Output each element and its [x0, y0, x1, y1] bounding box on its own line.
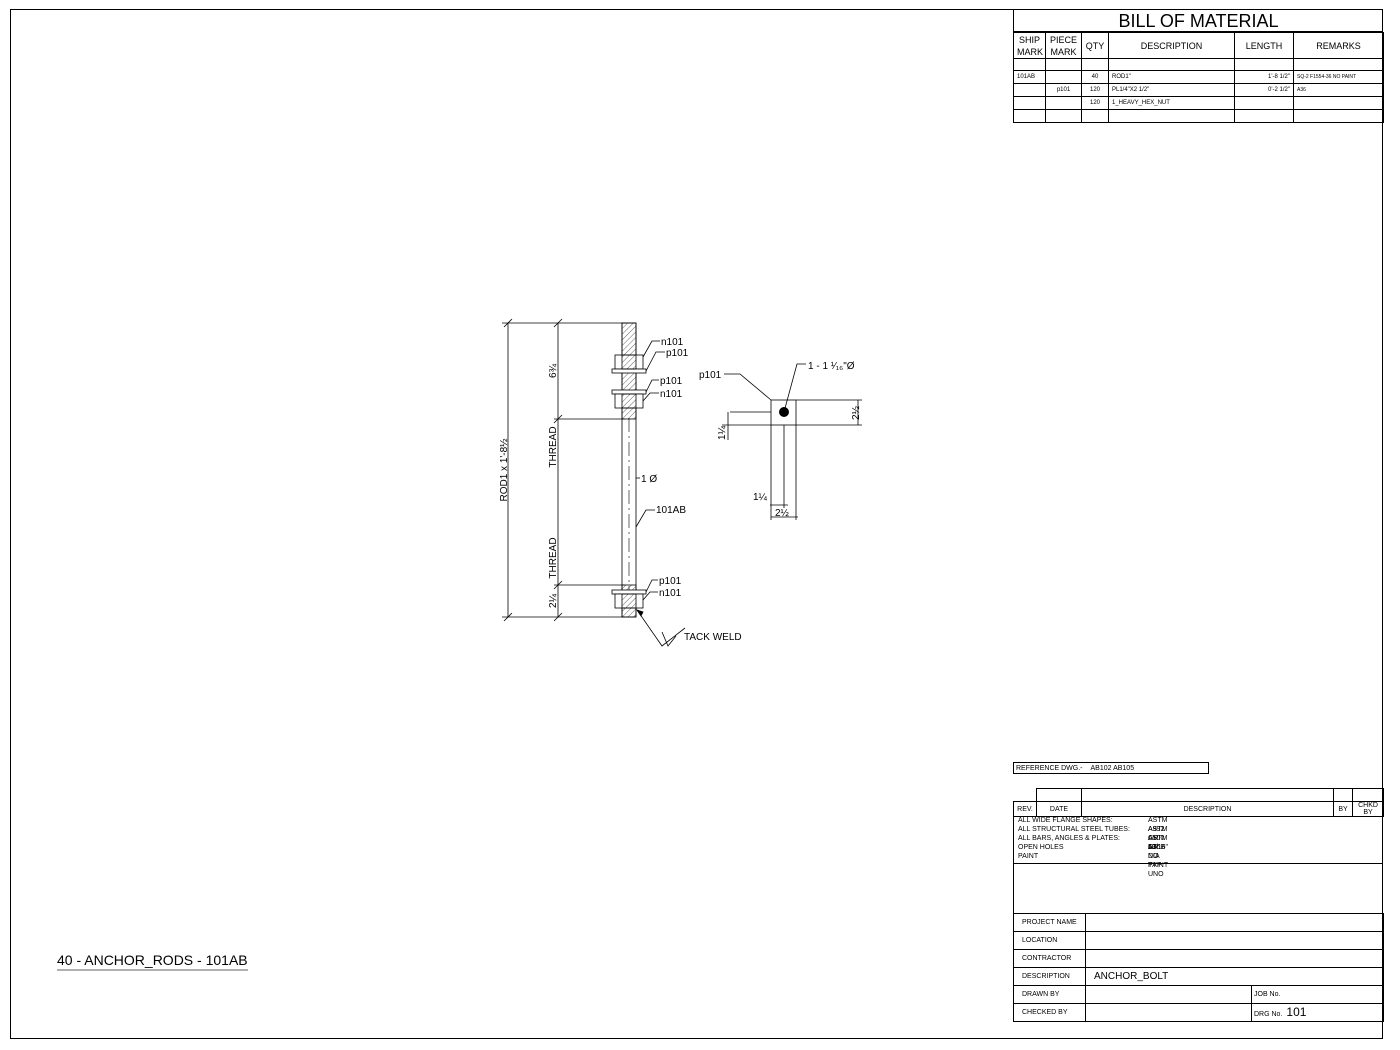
- tb-location-row: LOCATION: [1013, 931, 1384, 950]
- bom-col-qty: QTY: [1081, 32, 1109, 59]
- general-notes: ALL WIDE FLANGE SHAPES:ASTM A992 GR 50 A…: [1013, 814, 1383, 878]
- description-label: DESCRIPTION: [1013, 967, 1086, 986]
- bom-cell-desc: 1_HEAVY_HEX_NUT: [1108, 96, 1235, 110]
- tb-contractor-row: CONTRACTOR: [1013, 949, 1384, 968]
- description-value: ANCHOR_BOLT: [1085, 967, 1384, 986]
- bom-cell-ship: 101AB: [1013, 70, 1046, 84]
- bom-row: 101AB 40 ROD1" 1'-8 1/2" SQ-2 F1554-36 N…: [1013, 70, 1384, 84]
- bom-cell-ship: [1013, 83, 1046, 97]
- drg-no: DRG No.101: [1254, 1005, 1307, 1019]
- bom-cell-qty: 120: [1081, 96, 1109, 110]
- reference-dwg: REFERENCE DWG.- AB102 AB105: [1013, 762, 1209, 774]
- drawing-sheet-border: [10, 9, 1383, 1039]
- notes-blank-area: [1013, 863, 1383, 914]
- title-block-table: PROJECT NAME LOCATION CONTRACTOR DESCRIP…: [1013, 913, 1384, 1022]
- bom-cell-piece: [1045, 70, 1082, 84]
- drawing-caption: 40 - ANCHOR_RODS - 101AB: [57, 952, 248, 971]
- chkd-col: CHKD BY: [1352, 801, 1384, 817]
- bom-cell-qty: 120: [1081, 83, 1109, 97]
- bom-cell-length: 0'-2 1/2": [1234, 83, 1294, 97]
- bom-cell-remarks: [1293, 96, 1384, 110]
- bom-row: 120 1_HEAVY_HEX_NUT: [1013, 96, 1384, 110]
- revision-block: REV. DATE DESCRIPTION BY CHKD BY: [1013, 788, 1384, 817]
- drawn-by-label: DRAWN BY: [1013, 985, 1086, 1004]
- checked-by-label: CHECKED BY: [1013, 1003, 1086, 1022]
- note-row: ALL BARS, ANGLES & PLATES:ASTM A36: [1018, 835, 1168, 851]
- bom-cell-length: 1'-8 1/2": [1234, 70, 1294, 84]
- bom-cell-piece: p101: [1045, 83, 1082, 97]
- caption-text: 40 - ANCHOR_RODS - 101AB: [57, 952, 248, 968]
- tb-checked-row: CHECKED BY: [1013, 1003, 1384, 1022]
- contractor-label: CONTRACTOR: [1013, 949, 1086, 968]
- drg-no-value: 101: [1286, 1005, 1307, 1019]
- note-row: ALL STRUCTURAL STEEL TUBES:ASTM A500 GR …: [1018, 826, 1168, 851]
- bom-spacer-row: [1013, 58, 1384, 71]
- bom-title: BILL OF MATERIAL: [1013, 10, 1383, 32]
- reference-label: REFERENCE DWG.-: [1016, 765, 1083, 772]
- revision-blank-row: [1013, 788, 1384, 802]
- bom-cell-qty: 40: [1081, 70, 1109, 84]
- bom-col-remarks: REMARKS: [1293, 32, 1384, 59]
- bom-cell-desc: ROD1": [1108, 70, 1235, 84]
- title-block: PROJECT NAME LOCATION CONTRACTOR DESCRIP…: [1013, 913, 1384, 1022]
- reference-value: AB102 AB105: [1090, 765, 1135, 772]
- bom-row: p101 120 PL1/4"X2 1/2" 0'-2 1/2" A36: [1013, 83, 1384, 97]
- bom-cell-desc: PL1/4"X2 1/2": [1108, 83, 1235, 97]
- tb-drawn-row: DRAWN BY JOB No.DRG No.101: [1013, 985, 1384, 1022]
- revision-header-row: REV. DATE DESCRIPTION BY CHKD BY: [1013, 801, 1384, 817]
- caption-underline: [57, 969, 248, 971]
- job-no: JOB No.: [1252, 986, 1383, 1004]
- bom-col-description: DESCRIPTION: [1108, 32, 1235, 59]
- by-col: BY: [1333, 801, 1353, 817]
- bom-col-length: LENGTH: [1234, 32, 1294, 59]
- revision-table: REV. DATE DESCRIPTION BY CHKD BY: [1013, 788, 1384, 817]
- bom-cell-piece: [1045, 96, 1082, 110]
- project-name-label: PROJECT NAME: [1013, 913, 1086, 932]
- location-label: LOCATION: [1013, 931, 1086, 950]
- tb-project-row: PROJECT NAME: [1013, 913, 1384, 932]
- bom-cell-length: [1234, 96, 1294, 110]
- bom-cell-remarks: SQ-2 F1554-36 NO PAINT: [1293, 70, 1384, 84]
- note-row: ALL WIDE FLANGE SHAPES:ASTM A992 GR 50: [1018, 817, 1168, 851]
- bom-cell-ship: [1013, 96, 1046, 110]
- bom-cell-remarks: A36: [1293, 83, 1384, 97]
- bom-empty-row: [1013, 109, 1384, 123]
